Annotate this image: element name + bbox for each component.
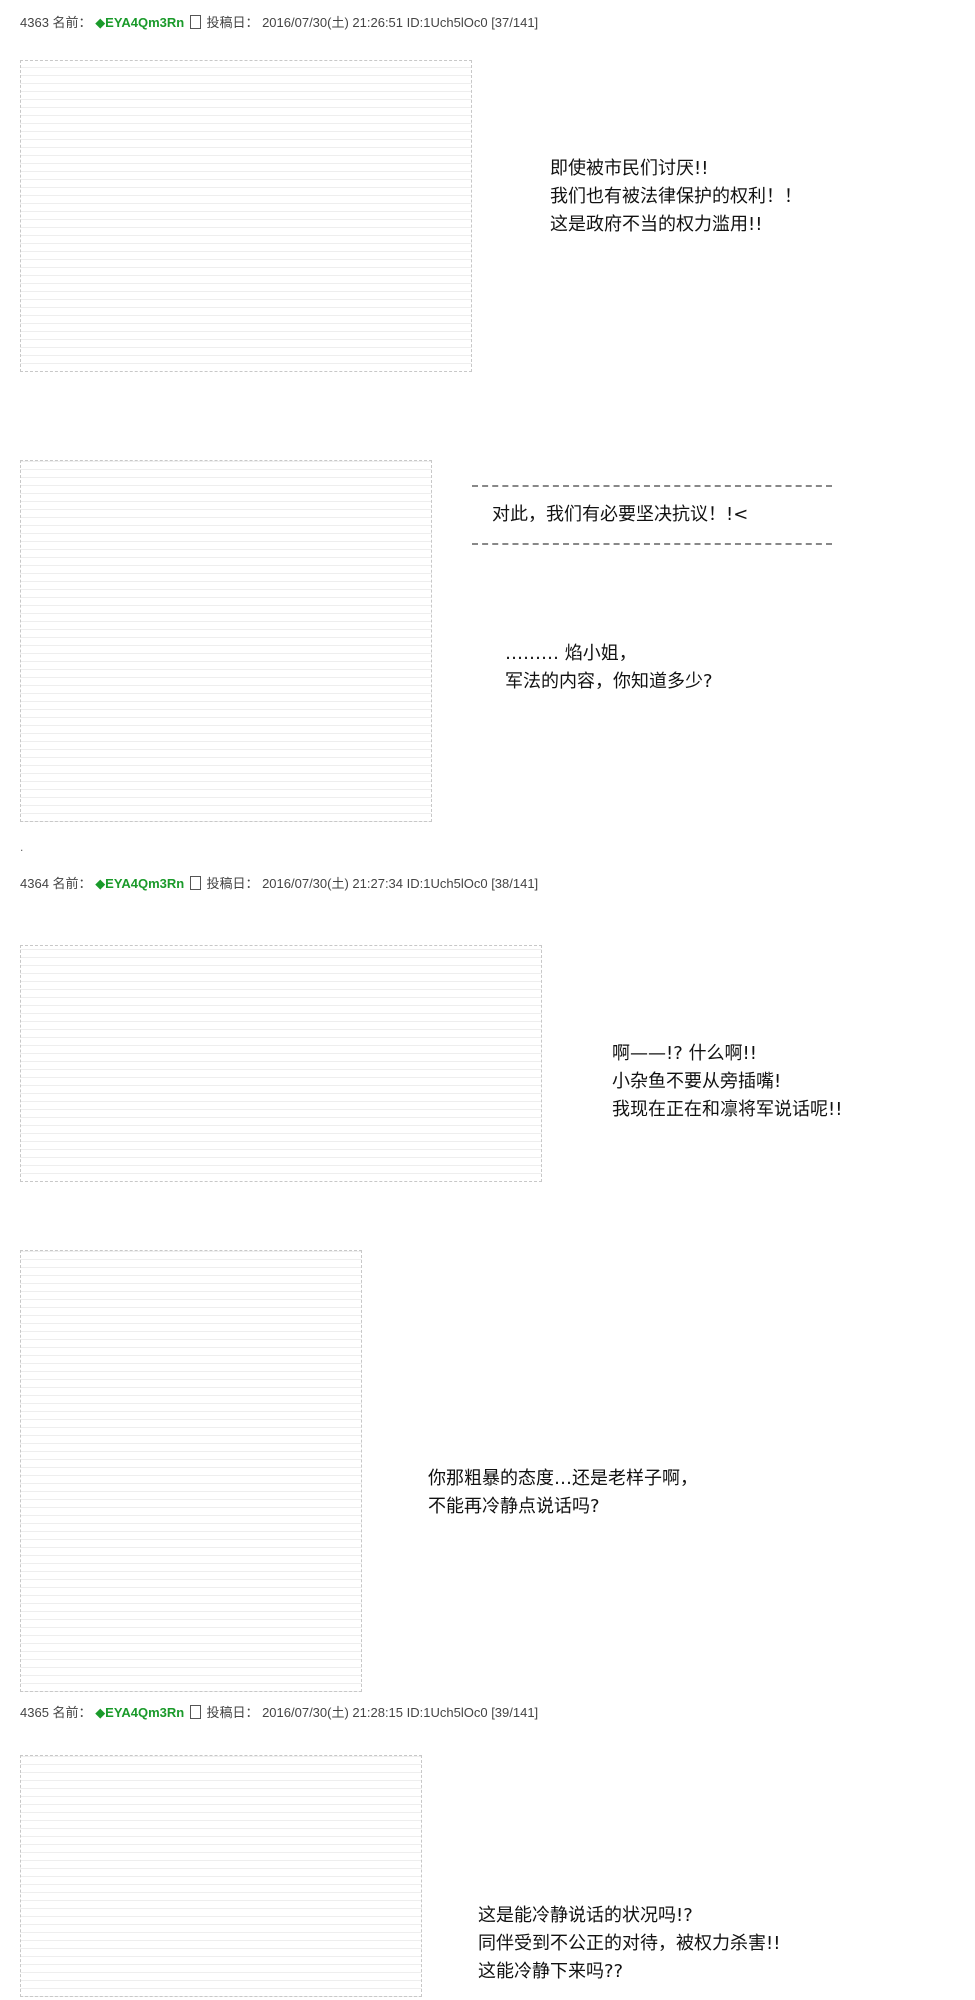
date-label: 投稿日： <box>206 876 259 891</box>
post-count: [39/141] <box>491 1705 539 1720</box>
separator-dot: . <box>20 840 24 854</box>
dialogue-line: ……… 焰小姐， <box>505 643 637 664</box>
post-datetime: 2016/07/30(土) 21:26:51 <box>262 15 404 30</box>
dialogue-line: 同伴受到不公正的对待，被权力杀害!! <box>478 1933 781 1954</box>
dialogue-line: 这能冷静下来吗?? <box>478 1961 624 1982</box>
mail-icon <box>189 876 201 890</box>
dialogue-line: 我现在正在和凛将军说话呢!! <box>612 1099 843 1120</box>
ascii-art-panel <box>20 60 472 372</box>
dialogue-line: 即使被市民们讨厌!! <box>550 158 709 179</box>
post-count: [38/141] <box>491 876 539 891</box>
ascii-art-panel <box>20 460 432 822</box>
dialogue-block: 啊——!? 什么啊!! 小杂鱼不要从旁插嘴! 我现在正在和凛将军说话呢!! <box>612 1040 842 1124</box>
dialogue-block: 这是能冷静说话的状况吗!? 同伴受到不公正的对待，被权力杀害!! 这能冷静下来吗… <box>478 1902 780 1986</box>
dialogue-line: 我们也有被法律保护的权利！！ <box>550 186 802 207</box>
shout-box: 对此，我们有必要坚决抗议！!< <box>472 485 832 545</box>
post-number: 4364 <box>20 876 49 891</box>
name-label: 名前： <box>52 15 92 30</box>
name-label: 名前： <box>52 1705 92 1720</box>
poster-name[interactable]: ◆EYA4Qm3Rn <box>95 876 185 891</box>
ascii-art-panel <box>20 945 542 1182</box>
mail-icon <box>189 1705 201 1719</box>
post-id[interactable]: ID:1Uch5lOc0 <box>406 1705 488 1720</box>
dialogue-block: 即使被市民们讨厌!! 我们也有被法律保护的权利！！ 这是政府不当的权力滥用!! <box>550 155 802 239</box>
dialogue-line: 小杂鱼不要从旁插嘴! <box>612 1071 782 1092</box>
post-id[interactable]: ID:1Uch5lOc0 <box>406 876 488 891</box>
ascii-art-panel <box>20 1755 422 1997</box>
dialogue-line: 军法的内容，你知道多少? <box>505 671 713 692</box>
dialogue-line: 这是能冷静说话的状况吗!? <box>478 1905 693 1926</box>
mail-icon <box>189 15 201 29</box>
post-count: [37/141] <box>491 15 539 30</box>
post-header: 4364 名前： ◆EYA4Qm3Rn 投稿日： 2016/07/30(土) 2… <box>20 873 538 892</box>
post-datetime: 2016/07/30(土) 21:27:34 <box>262 876 404 891</box>
poster-name[interactable]: ◆EYA4Qm3Rn <box>95 1705 185 1720</box>
post-header: 4363 名前： ◆EYA4Qm3Rn 投稿日： 2016/07/30(土) 2… <box>20 12 538 31</box>
dialogue-line: 不能再冷静点说话吗? <box>428 1496 600 1517</box>
dialogue-block: 你那粗暴的态度…还是老样子啊， 不能再冷静点说话吗? <box>428 1465 698 1521</box>
dialogue-line: 这是政府不当的权力滥用!! <box>550 214 763 235</box>
post-datetime: 2016/07/30(土) 21:28:15 <box>262 1705 404 1720</box>
dialogue-block: ……… 焰小姐， 军法的内容，你知道多少? <box>505 640 713 696</box>
dialogue-line: 对此，我们有必要坚决抗议！!< <box>492 504 749 525</box>
post-header: 4365 名前： ◆EYA4Qm3Rn 投稿日： 2016/07/30(土) 2… <box>20 1702 538 1721</box>
date-label: 投稿日： <box>206 1705 259 1720</box>
name-label: 名前： <box>52 876 92 891</box>
post-number: 4363 <box>20 15 49 30</box>
post-id[interactable]: ID:1Uch5lOc0 <box>406 15 488 30</box>
dialogue-line: 啊——!? 什么啊!! <box>612 1043 757 1064</box>
date-label: 投稿日： <box>206 15 259 30</box>
poster-name[interactable]: ◆EYA4Qm3Rn <box>95 15 185 30</box>
ascii-art-panel <box>20 1250 362 1692</box>
post-number: 4365 <box>20 1705 49 1720</box>
dialogue-line: 你那粗暴的态度…还是老样子啊， <box>428 1468 698 1489</box>
